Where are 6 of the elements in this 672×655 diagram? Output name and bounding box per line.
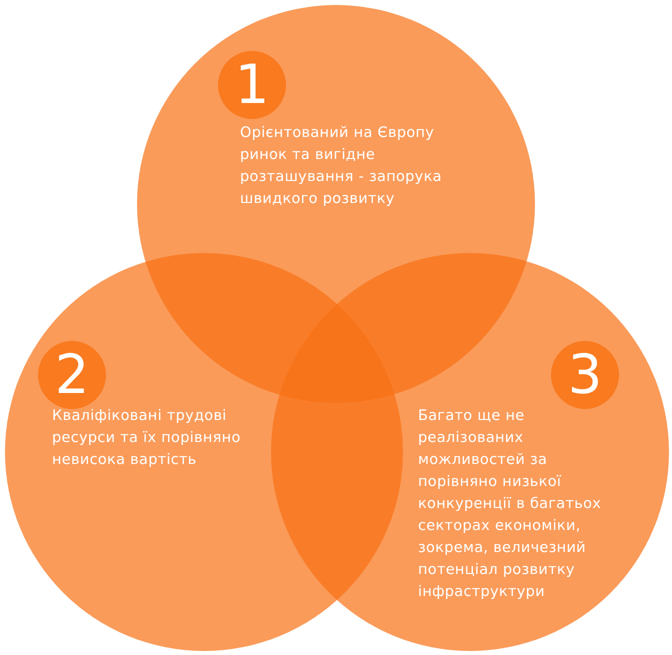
description-text: Орієнтований на Європу ринок та вигідне розташування - запорука швидкого розвитку xyxy=(240,124,443,209)
number-badge: 1 xyxy=(218,51,286,119)
number-badge: 3 xyxy=(551,341,619,409)
description-text: Кваліфіковані трудові ресурси та їх порівняно невисока вартість xyxy=(52,407,242,470)
number-badge: 2 xyxy=(38,341,106,409)
description-text: Багато ще не реалізованих можливостей за порівняно низької конкуренції в багатьох секторах економіки, зокрема, величезний потенціал розвитку інфраструктури xyxy=(418,407,602,602)
